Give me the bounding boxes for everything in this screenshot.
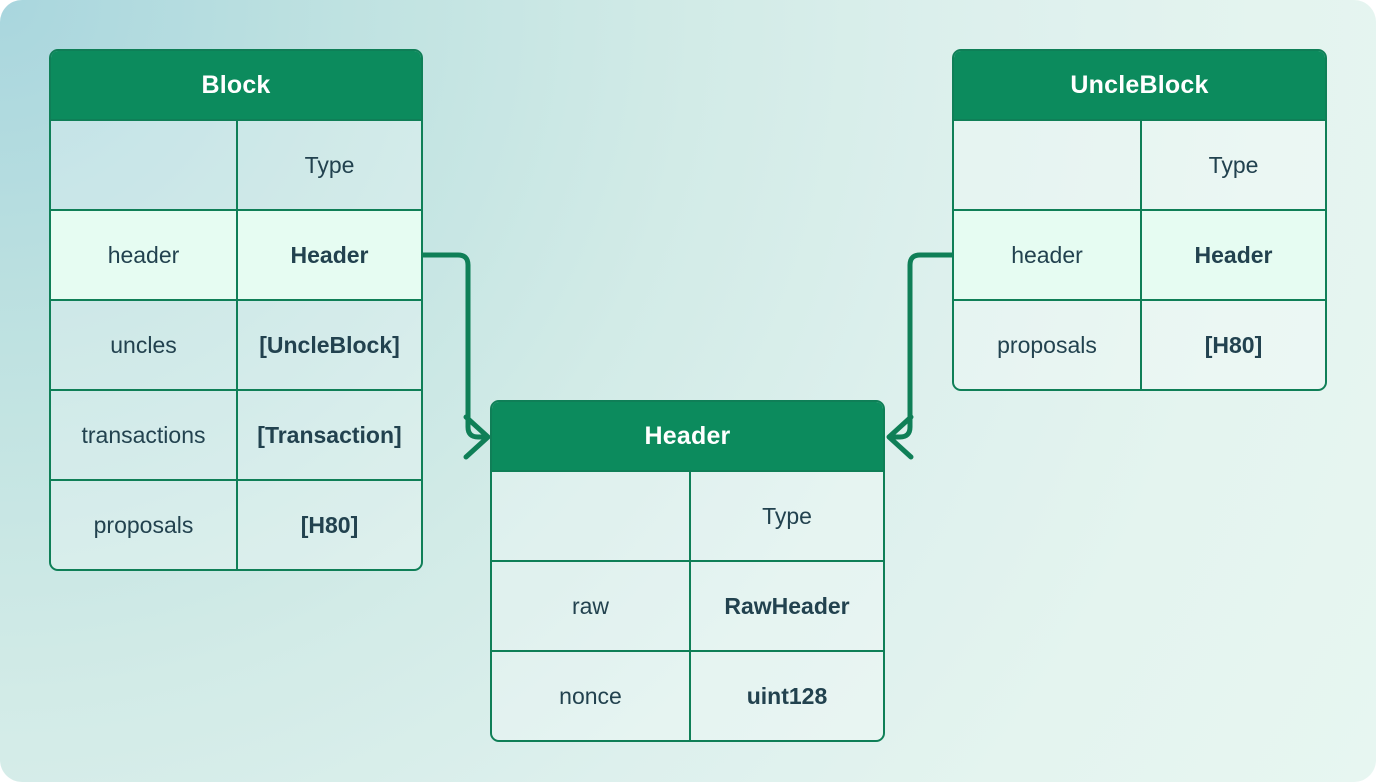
field-type: [Transaction]: [236, 391, 421, 479]
field-name: uncles: [110, 331, 177, 358]
entity-uncleblock-col-type: Type: [1140, 121, 1325, 209]
entity-block[interactable]: Block Type header Header uncles [UncleBl…: [49, 49, 423, 571]
entity-uncleblock[interactable]: UncleBlock Type header Header proposals …: [952, 49, 1327, 391]
field-type: Header: [236, 211, 421, 299]
entity-header-col-blank: [492, 472, 689, 560]
field-name: transactions: [81, 421, 206, 448]
field-type: RawHeader: [689, 562, 883, 650]
entity-header-column-header-row: Type: [492, 470, 883, 560]
field-type: Header: [1140, 211, 1325, 299]
entity-block-col-type: Type: [236, 121, 421, 209]
table-row[interactable]: header Header: [51, 209, 421, 299]
entity-block-col-blank: [51, 121, 236, 209]
table-row[interactable]: header Header: [954, 209, 1325, 299]
entity-header-col-type: Type: [689, 472, 883, 560]
field-name: header: [1011, 241, 1083, 268]
field-name: proposals: [997, 331, 1097, 358]
entity-block-column-header-row: Type: [51, 119, 421, 209]
entity-uncleblock-title: UncleBlock: [954, 51, 1325, 119]
table-row[interactable]: transactions [Transaction]: [51, 389, 421, 479]
table-row[interactable]: proposals [H80]: [51, 479, 421, 569]
field-name: raw: [571, 592, 610, 619]
field-type: [UncleBlock]: [236, 301, 421, 389]
field-name: proposals: [93, 511, 194, 538]
edge-uncleblock-header-to-header: [888, 252, 955, 440]
table-row[interactable]: uncles [UncleBlock]: [51, 299, 421, 389]
table-row[interactable]: proposals [H80]: [954, 299, 1325, 389]
entity-uncleblock-col-blank: [954, 121, 1140, 209]
field-name: nonce: [559, 682, 622, 709]
field-type: uint128: [689, 652, 883, 740]
edge-block-header-to-header: [420, 252, 489, 440]
table-row[interactable]: nonce uint128: [492, 650, 883, 740]
edge-arrowhead-right: [886, 414, 914, 460]
table-row[interactable]: raw RawHeader: [492, 560, 883, 650]
entity-header[interactable]: Header Type raw RawHeader nonce uint128: [490, 400, 885, 742]
field-type: [H80]: [1140, 301, 1325, 389]
entity-block-title: Block: [51, 51, 421, 119]
entity-uncleblock-column-header-row: Type: [954, 119, 1325, 209]
field-type: [H80]: [236, 481, 421, 569]
field-name: header: [107, 241, 180, 268]
edge-arrowhead-left: [463, 414, 491, 460]
entity-header-title: Header: [492, 402, 883, 470]
